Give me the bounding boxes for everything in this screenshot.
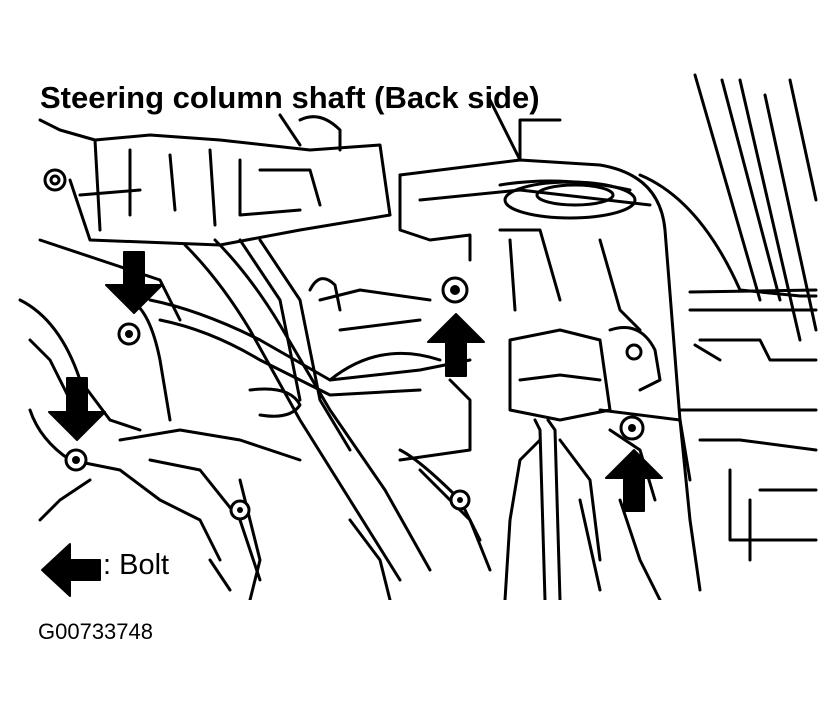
bolt-icon	[64, 448, 88, 472]
bolts	[64, 276, 645, 521]
arrow-up-icon	[605, 449, 663, 512]
legend-bolt-label: : Bolt	[103, 549, 170, 581]
bolt-arrows	[41, 251, 663, 597]
figure-id: G00733748	[38, 619, 153, 644]
bolt-icon	[449, 489, 471, 511]
arrow-left-icon	[41, 543, 101, 597]
line-art	[18, 73, 818, 600]
bolt-icon	[117, 322, 141, 346]
bolt-icon	[619, 415, 645, 441]
arrow-down-icon	[105, 251, 163, 314]
arrow-up-icon	[427, 313, 485, 377]
diagram-title: Steering column shaft (Back side)	[40, 80, 540, 115]
bolt-icon	[229, 499, 251, 521]
bolt-icon	[441, 276, 469, 304]
arrow-down-icon	[48, 377, 106, 441]
steering-column-illustration	[18, 73, 818, 600]
